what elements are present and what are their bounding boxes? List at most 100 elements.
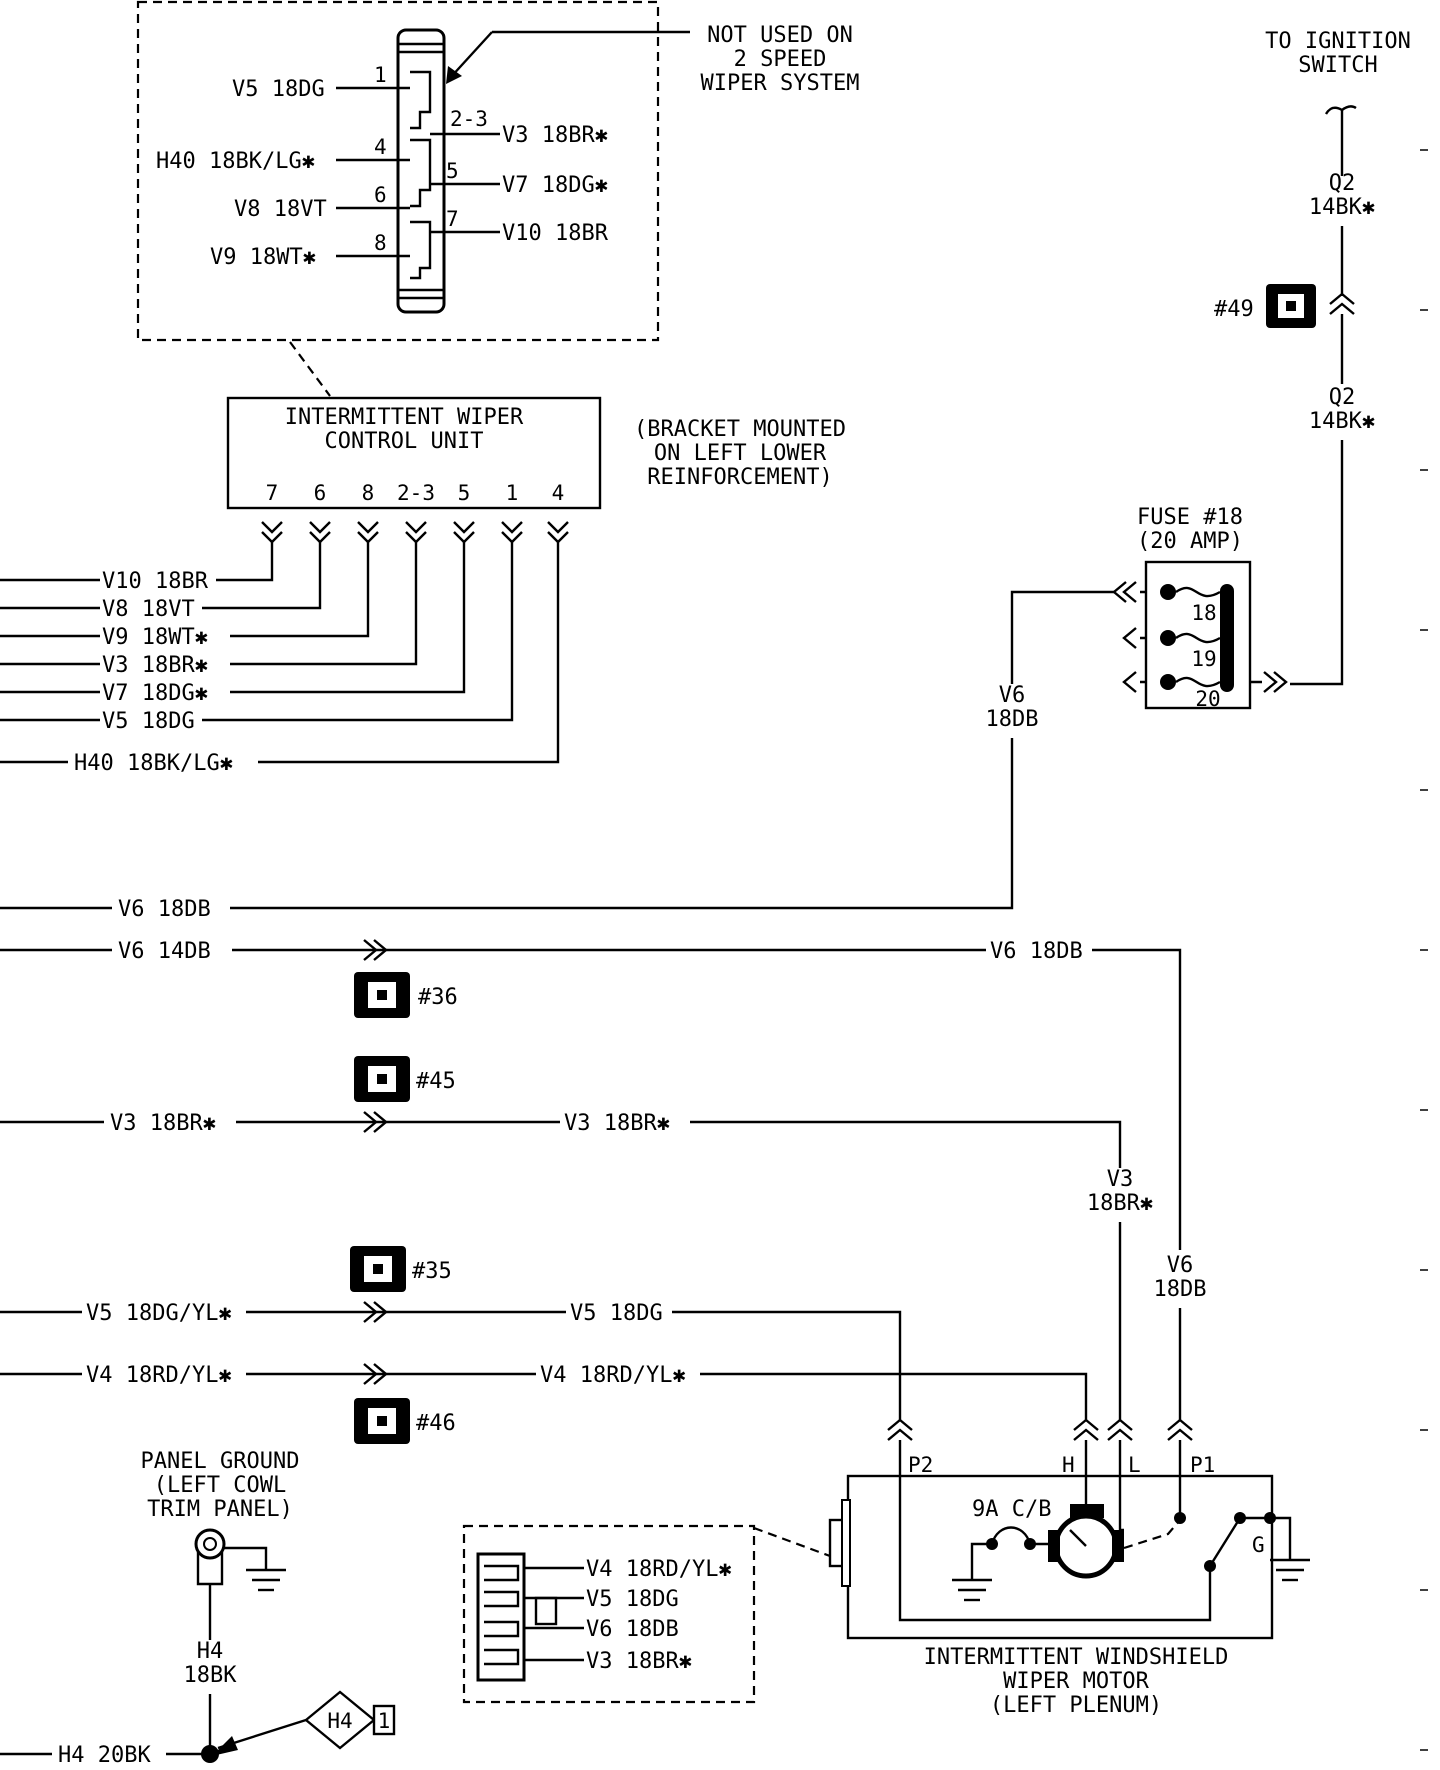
ground-terminal-label: G [1252, 1533, 1265, 1557]
terminal-label: H [1062, 1453, 1075, 1477]
note-text: WIPER SYSTEM [701, 71, 860, 96]
control-unit-title: INTERMITTENT WIPER [285, 405, 524, 430]
pin-number: 2-3 [450, 107, 488, 131]
wire-label: 18BR✱ [1087, 1191, 1153, 1216]
wire-label: V5 18DG [102, 709, 195, 734]
wire-label: Q2 [1329, 171, 1356, 196]
terminal-label: P1 [1190, 1453, 1215, 1477]
wire-label: V6 [999, 683, 1026, 708]
wire-label: V6 18DB [990, 939, 1083, 964]
harness-group: V6 18DB V6 14DB V6 18DB #36 #45 V3 18BR✱… [0, 897, 1206, 1444]
wire-label: V10 18BR [102, 569, 209, 594]
ground-title: (LEFT COWL [154, 1473, 286, 1498]
wire-label: H40 18BK/LG✱ [156, 149, 315, 174]
ignition-fuse-group: TO IGNITION SWITCH Q2 14BK✱ #49 Q2 14BK✱… [230, 29, 1411, 910]
connector-label: #45 [416, 1069, 456, 1094]
bracket-note: (BRACKET MOUNTED [634, 417, 846, 442]
pin-number: 7 [446, 207, 459, 231]
motor-connector-group: V4 18RD/YL✱ V5 18DG V6 18DB V3 18BR✱ [462, 1524, 831, 1704]
wire-label: V4 18RD/YL✱ [540, 1363, 686, 1388]
wire-label: V5 18DG/YL✱ [86, 1301, 232, 1326]
wire-label: V8 18VT [102, 597, 195, 622]
fuse-title: (20 AMP) [1137, 529, 1243, 554]
wiper-motor-group: P2 H L P1 9A C/B G INTERMITTENT WINDSHIE… [828, 1418, 1310, 1718]
wire-label: H4 [197, 1639, 224, 1664]
pin-number: 4 [552, 481, 565, 505]
note-text: 2 SPEED [734, 47, 827, 72]
wire-label: V3 18BR✱ [502, 123, 608, 148]
panel-ground-group: PANEL GROUND (LEFT COWL TRIM PANEL) H4 1… [0, 1449, 396, 1768]
edge-ticks [1420, 149, 1428, 1751]
ignition-label: TO IGNITION [1265, 29, 1411, 54]
motor-title: INTERMITTENT WINDSHIELD [924, 1645, 1229, 1670]
wire-label: H40 18BK/LG✱ [74, 751, 233, 776]
pin-number: 8 [362, 481, 375, 505]
connector-body [396, 28, 446, 314]
wire-label: V10 18BR [502, 221, 609, 246]
wire-label: V7 18DG✱ [102, 681, 208, 706]
pin-number: 8 [374, 231, 387, 255]
wire-label: 14BK✱ [1309, 409, 1375, 434]
wire-label: V5 18DG [586, 1587, 679, 1612]
bracket-note: ON LEFT LOWER [654, 441, 827, 466]
wire-label: V3 18BR✱ [586, 1649, 692, 1674]
control-unit-title: CONTROL UNIT [325, 429, 484, 454]
wire-label: V9 18WT✱ [102, 625, 208, 650]
pin-number: 7 [266, 481, 279, 505]
pin-number: 4 [374, 135, 387, 159]
wire-label: V6 18DB [586, 1617, 679, 1642]
connector-label: #36 [418, 985, 458, 1010]
fuse-position: 19 [1191, 647, 1216, 671]
motor-connector-box [462, 1524, 756, 1704]
ground-title: PANEL GROUND [141, 1449, 300, 1474]
wire-label: Q2 [1329, 385, 1356, 410]
wire-label: V6 [1167, 1253, 1194, 1278]
terminal-label: P2 [908, 1453, 933, 1477]
pin-number: 6 [314, 481, 327, 505]
breaker-label: 9A C/B [972, 1497, 1051, 1522]
connector-detail-group: 1 2-3 4 5 6 7 8 V5 18DG H40 18BK/LG✱ V8 … [136, 0, 860, 397]
wire-label: V6 18DB [118, 897, 211, 922]
wire-label: V3 18BR✱ [102, 653, 208, 678]
fuse-bus-bar [1220, 584, 1234, 692]
wire-label: V3 18BR✱ [110, 1111, 216, 1136]
pin-number: 5 [458, 481, 471, 505]
ignition-label: SWITCH [1298, 53, 1377, 78]
reference-code: H4 [327, 1709, 352, 1733]
wire-label: 18BK [184, 1663, 238, 1688]
wire-label: V5 18DG [570, 1301, 663, 1326]
motor-title: WIPER MOTOR [1003, 1669, 1149, 1694]
wire-label: H4 20BK [58, 1743, 151, 1768]
connector-label: #49 [1214, 297, 1254, 322]
wire-label: 14BK✱ [1309, 195, 1375, 220]
wire-label: V7 18DG✱ [502, 173, 608, 198]
connector-label: #46 [416, 1411, 456, 1436]
wire-label: 18DB [1154, 1277, 1207, 1302]
wire-label: V3 [1107, 1167, 1134, 1192]
fuse-position: 18 [1191, 601, 1216, 625]
fuse-title: FUSE #18 [1137, 505, 1243, 530]
reference-number: 1 [378, 1709, 391, 1733]
wire-label: V4 18RD/YL✱ [586, 1557, 732, 1582]
pin-number: 1 [506, 481, 519, 505]
note-text: NOT USED ON [707, 23, 853, 48]
motor-title: (LEFT PLENUM) [990, 1693, 1162, 1718]
wire-label: V5 18DG [232, 77, 325, 102]
connector-label: #35 [412, 1259, 452, 1284]
terminal-label: L [1128, 1453, 1141, 1477]
pin-number: 2-3 [397, 481, 435, 505]
pin-number: 6 [374, 183, 387, 207]
fuse-position: 20 [1195, 687, 1220, 711]
wire-label: V4 18RD/YL✱ [86, 1363, 232, 1388]
control-unit-group: INTERMITTENT WIPER CONTROL UNIT 7 6 8 2-… [0, 396, 846, 776]
ground-title: TRIM PANEL) [147, 1497, 293, 1522]
pin-number: 5 [446, 159, 459, 183]
connector-detail-box [136, 0, 660, 342]
bracket-note: REINFORCEMENT) [647, 465, 832, 490]
wire-label: V9 18WT✱ [210, 245, 316, 270]
pin-number: 1 [374, 63, 387, 87]
control-unit-box [226, 396, 602, 510]
wire-label: 18DB [986, 707, 1039, 732]
wire-label: V3 18BR✱ [564, 1111, 670, 1136]
